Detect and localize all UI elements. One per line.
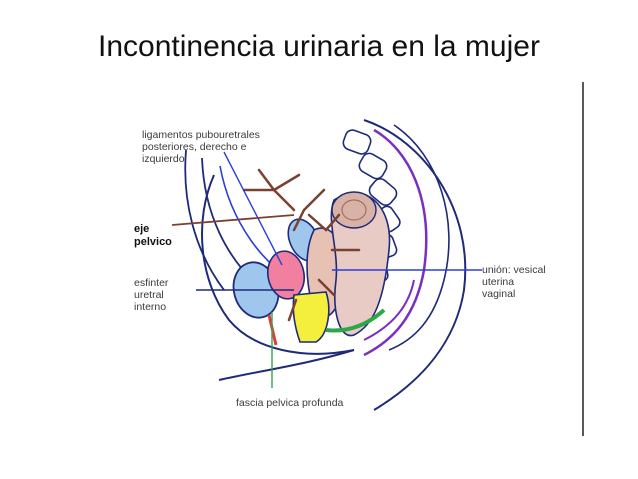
green-fascia — [325, 308, 386, 333]
label-ligamentos-line2: posteriores, derecho e — [142, 141, 247, 153]
anterior-wall-line-1 — [184, 149, 225, 291]
pelvic-anatomy-diagram: ligamentos pubouretrales posteriores, de… — [134, 82, 584, 436]
force-arrows — [242, 168, 361, 322]
purple-line-lower — [363, 279, 415, 341]
label-esfinter-line3: interno — [134, 301, 166, 313]
label-union-line1: unión: vesical — [482, 264, 546, 276]
body-outline-anterior — [201, 174, 355, 355]
label-eje-line1: eje — [134, 223, 149, 235]
label-eje-line2: pelvico — [134, 236, 172, 248]
label-esfinter-line1: esfinter — [134, 277, 169, 289]
label-union-line2: uterina — [482, 276, 514, 288]
label-ligamentos-line1: ligamentos pubouretrales — [142, 129, 260, 141]
pointer-ligamentos — [223, 151, 283, 266]
rectum-top — [331, 191, 377, 229]
rectum-top-inner — [341, 199, 367, 221]
posterior-wall-curve — [388, 124, 450, 351]
rectum — [330, 192, 391, 337]
body-outline-posterior — [363, 119, 467, 411]
uterus-pink — [266, 250, 306, 300]
body-outline-lower — [218, 349, 355, 381]
label-union-line3: vaginal — [482, 288, 515, 300]
slide-title: Incontinencia urinaria en la mujer — [98, 30, 540, 63]
label-ligamentos-line3: izquierdo — [142, 153, 185, 165]
label-fascia: fascia pelvica profunda — [236, 397, 344, 409]
yellow-region — [292, 291, 330, 343]
pointer-eje — [171, 214, 295, 226]
label-esfinter-line2: uretral — [134, 289, 164, 301]
